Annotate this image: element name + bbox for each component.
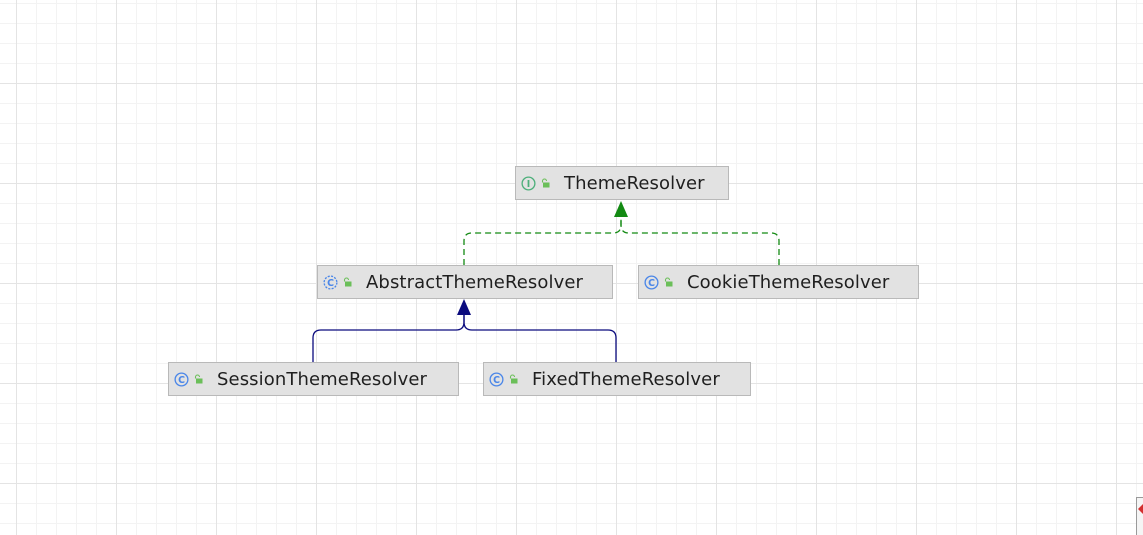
node-session-theme-resolver[interactable]: C SessionThemeResolver xyxy=(168,362,459,396)
interface-icon: I xyxy=(521,175,536,191)
public-lock-icon xyxy=(509,374,518,384)
class-icon: C xyxy=(174,371,189,387)
extends-arrowhead xyxy=(457,299,471,315)
node-label: FixedThemeResolver xyxy=(532,368,720,390)
edge-cookie-implements-theme-resolver xyxy=(620,216,780,265)
node-label: AbstractThemeResolver xyxy=(366,271,584,293)
node-fixed-theme-resolver[interactable]: C FixedThemeResolver xyxy=(483,362,751,396)
node-cookie-theme-resolver[interactable]: C CookieThemeResolver xyxy=(638,265,919,299)
class-icon: C xyxy=(644,274,659,290)
class-icon-glyph: C xyxy=(648,277,655,288)
public-lock-icon xyxy=(541,178,550,188)
edge-session-extends-abstract xyxy=(312,314,465,362)
node-theme-resolver[interactable]: I ThemeResolver xyxy=(515,166,729,200)
corner-arrow-icon xyxy=(1138,504,1143,514)
public-lock-icon xyxy=(194,374,203,384)
class-icon: C xyxy=(489,371,504,387)
public-lock-icon xyxy=(664,277,673,287)
interface-icon-glyph: I xyxy=(527,178,530,189)
edge-abstract-implements-theme-resolver xyxy=(463,216,622,265)
node-label: SessionThemeResolver xyxy=(217,368,428,390)
node-label: ThemeResolver xyxy=(564,172,705,194)
node-label: CookieThemeResolver xyxy=(687,271,890,293)
class-icon-glyph: C xyxy=(493,374,500,385)
class-icon-glyph: C xyxy=(178,374,185,385)
abstract-class-icon: C xyxy=(323,274,338,290)
node-abstract-theme-resolver[interactable]: C AbstractThemeResolver xyxy=(317,265,613,299)
abstract-class-icon-glyph: C xyxy=(327,277,334,288)
corner-navigator-widget[interactable] xyxy=(1136,497,1143,535)
implements-arrowhead xyxy=(614,201,628,217)
public-lock-icon xyxy=(343,277,352,287)
edge-fixed-extends-abstract xyxy=(463,314,617,362)
